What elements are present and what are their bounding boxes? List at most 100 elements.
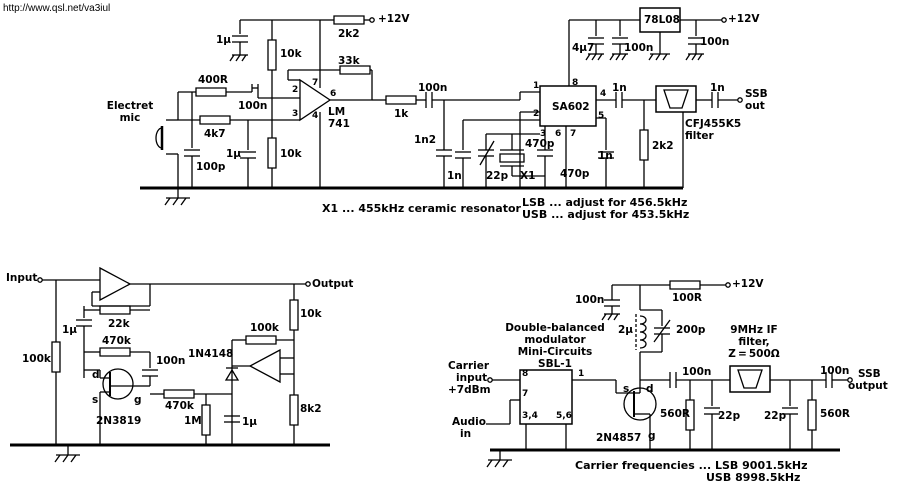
pin-7-opamp: 7 [312, 78, 319, 88]
label-filter-2: filter [685, 130, 714, 142]
pin-5-sa602: 5 [598, 111, 605, 121]
label-d-right: d [646, 383, 654, 395]
label-r2k2-out: 2k2 [652, 140, 674, 152]
label-c1n2: 1n2 [414, 134, 437, 146]
label-mic-2: mic [119, 112, 141, 124]
label-c100n-in: 100n [238, 100, 268, 112]
label-r1k: 1k [394, 108, 409, 120]
label-carrier-freq: Carrier frequencies ... LSB 9001.5kHz [575, 459, 808, 472]
label-regulator: 78L08 [644, 14, 680, 26]
label-c470p-b: 470p [560, 168, 590, 180]
label-c4u7: 4µ7 [572, 42, 595, 54]
label-ssb-out-1: SSB [745, 88, 768, 100]
resistor-100k-fb [246, 336, 276, 344]
resistor-100k-left [52, 342, 60, 372]
resistor-2k2 [334, 16, 364, 24]
label-r560r-b: 560R [820, 408, 851, 420]
mixer-sbl1 [520, 370, 572, 424]
label-s-right: s [623, 383, 630, 395]
label-carrier-freq-2: USB 8998.5kHz [706, 471, 801, 484]
label-filter-right-3: Z = 500Ω [728, 348, 780, 360]
label-diode: 1N4148 [188, 348, 234, 360]
label-g-right: g [648, 430, 656, 442]
label-opamp-1: LM [328, 106, 346, 118]
label-trim22p: 22p [486, 170, 509, 182]
label-carrier-2: input [456, 372, 488, 384]
label-supply-right: +12V [732, 278, 764, 290]
label-r400: 400R [198, 74, 229, 86]
pin-2-opamp: 2 [292, 85, 299, 95]
label-supply-12v-b: +12V [728, 13, 760, 25]
resonator-x1 [500, 154, 524, 162]
label-r33k: 33k [338, 55, 360, 67]
pin-2-sa602: 2 [533, 109, 540, 119]
label-c100n-right-c: 100n [820, 365, 850, 377]
pin-6-sa602: 6 [555, 129, 562, 139]
label-c100n-mid: 100n [418, 82, 448, 94]
ground-symbol-right [487, 450, 512, 467]
label-c1n-b: 1n [598, 150, 613, 162]
label-c1n-out: 1n [612, 82, 627, 94]
label-c200p: 200p [676, 324, 706, 336]
resistor-1k [386, 96, 416, 104]
label-dbm-1: Double-balanced [505, 322, 605, 334]
pin-3-opamp: 3 [292, 109, 299, 119]
label-c22p-a: 22p [718, 410, 741, 422]
resistor-400r [196, 88, 226, 96]
label-c1u-a: 1µ [226, 148, 242, 160]
opamp-detector [250, 350, 280, 382]
pin-7-sbl1: 7 [522, 389, 529, 399]
label-input: Input [6, 272, 38, 284]
pin-34-sbl1: 3,4 [522, 411, 538, 421]
label-mic-1: Electret [106, 100, 154, 112]
resistor-8k2 [290, 395, 298, 425]
pin-7-sa602: 7 [570, 129, 577, 139]
label-r22k: 22k [108, 318, 130, 330]
label-r4k7: 4k7 [204, 128, 226, 140]
opamp-buffer [100, 268, 130, 300]
label-l2u: 2µ [618, 324, 634, 336]
electret-mic [156, 92, 178, 188]
resistor-1m [202, 405, 210, 435]
resistor-10k-left [290, 300, 298, 330]
label-carrier-1: Carrier [448, 360, 490, 372]
label-ssb-output-1: SSB [858, 368, 881, 380]
opamp-lm741 [300, 80, 330, 120]
label-r470k-a: 470k [102, 335, 131, 347]
pin-56-sbl1: 5,6 [556, 411, 572, 421]
pin-3-sa602: 3 [540, 129, 547, 139]
label-ssb-out-2: out [745, 100, 765, 112]
filter-9mhz [730, 366, 770, 392]
label-r1m: 1M [184, 415, 202, 427]
label-dbm-4: SBL-1 [538, 358, 572, 370]
label-filter-right-1: 9MHz IF [730, 324, 778, 336]
pin-4-opamp: 4 [312, 111, 319, 121]
label-filter-right-2: filter, [738, 336, 770, 348]
label-carrier-3: +7dBm [448, 384, 491, 396]
label-jfet-left: 2N3819 [96, 415, 142, 427]
label-c1n-c: 1n [710, 82, 725, 94]
right-circuit [486, 281, 852, 467]
resistor-22k [100, 306, 130, 314]
pin-8-sa602: 8 [572, 78, 579, 88]
label-s-left: s [92, 394, 99, 406]
label-c100n-right: 100n [575, 294, 605, 306]
label-c1u-left: 1µ [62, 324, 78, 336]
resistor-2k2-out [640, 130, 648, 160]
label-c1u-b: 1µ [216, 34, 232, 46]
label-c100n-left: 100n [156, 355, 186, 367]
label-c100n-right-b: 100n [682, 366, 712, 378]
label-lsb-note: LSB ... adjust for 456.5kHz [522, 196, 688, 209]
label-c100n-a: 100n [624, 42, 654, 54]
label-usb-note: USB ... adjust for 453.5kHz [522, 208, 690, 221]
label-c1n: 1n [447, 170, 462, 182]
pin-1-sa602: 1 [533, 81, 540, 91]
filter-cfj455k5 [656, 86, 696, 112]
author-url: http://www.qsl.net/va3iul [3, 3, 111, 14]
label-x1: X1 [520, 170, 536, 182]
resistor-33k [340, 66, 370, 74]
label-ssb-output-2: output [848, 380, 888, 392]
label-opamp-2: 741 [328, 118, 350, 130]
label-audio-1: Audio [452, 416, 486, 428]
